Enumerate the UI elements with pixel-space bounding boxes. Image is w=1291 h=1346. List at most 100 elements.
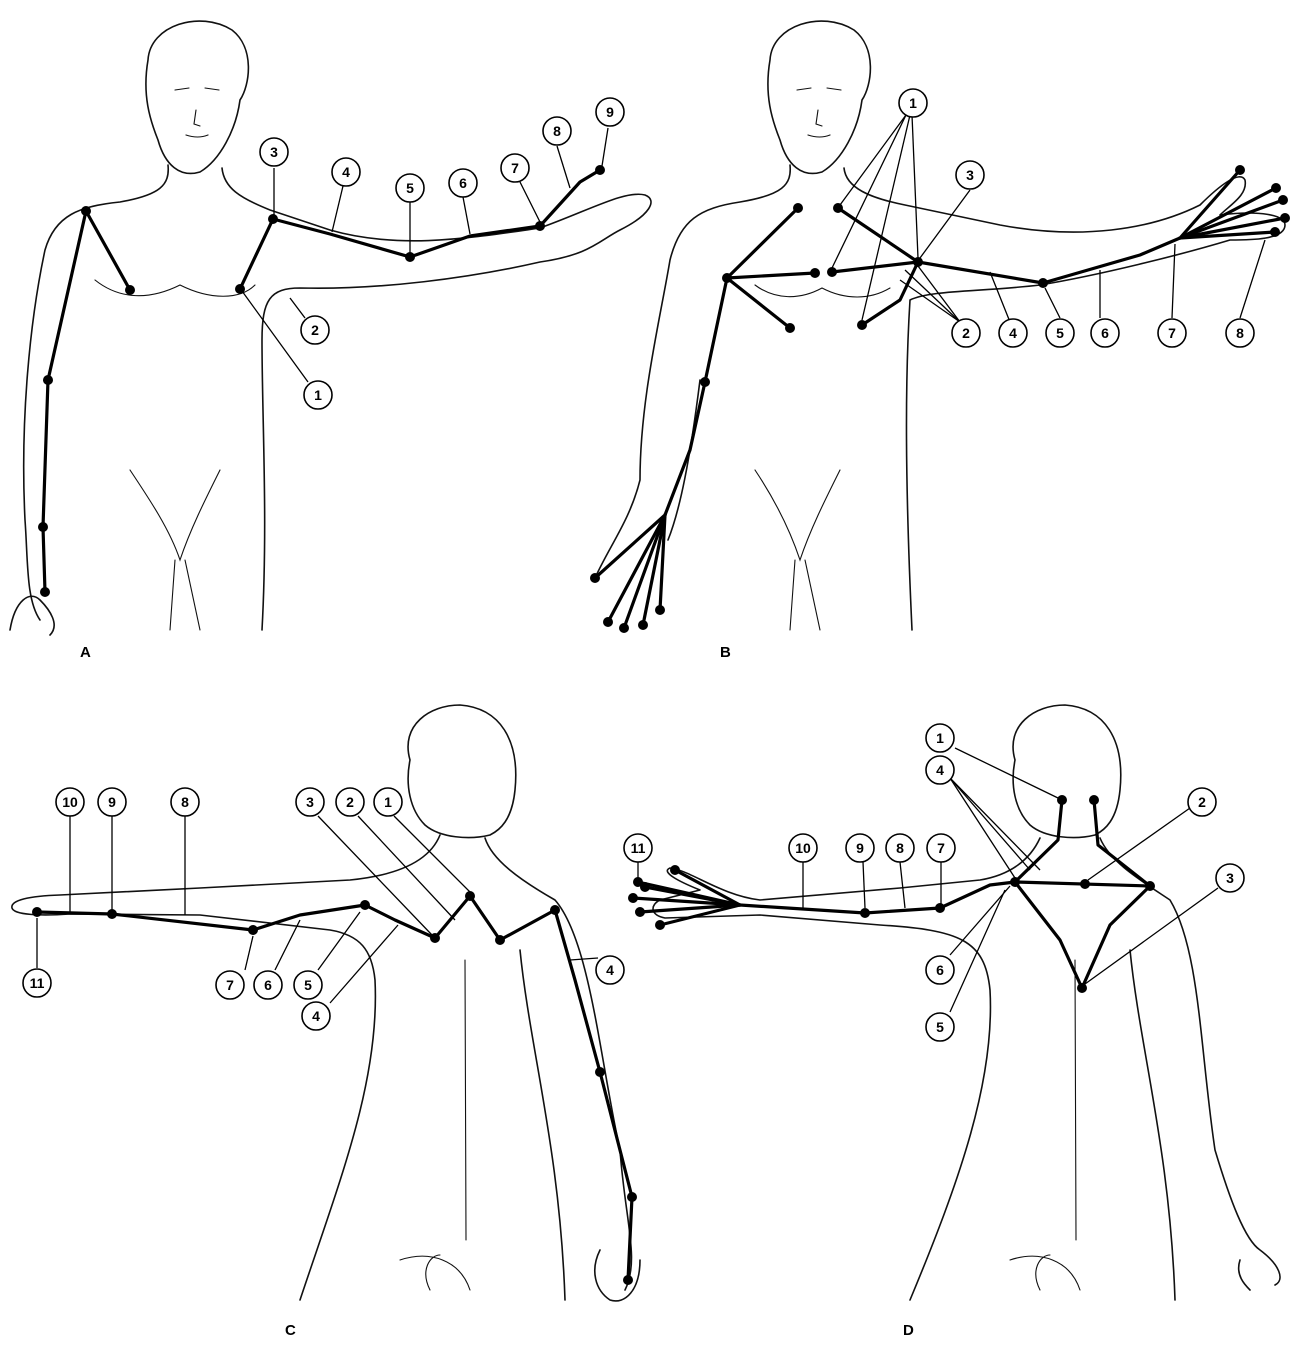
acupoint	[700, 377, 710, 387]
acupoint	[595, 165, 605, 175]
svg-text:2: 2	[311, 322, 319, 338]
panel-d: 1 2 3 4 5 6 7 8 9 10 11 D	[624, 705, 1280, 1339]
panel-b-label-8: 8	[1226, 319, 1254, 347]
acupoint	[655, 920, 665, 930]
svg-text:4: 4	[342, 164, 350, 180]
svg-text:7: 7	[511, 160, 519, 176]
panel-c-letter: C	[285, 1322, 296, 1339]
acupoint	[590, 573, 600, 583]
panel-b-letter: B	[720, 644, 731, 661]
panel-d-label-11: 11	[624, 834, 652, 862]
panel-c-meridians	[32, 891, 637, 1285]
acupoint	[1057, 795, 1067, 805]
svg-text:3: 3	[306, 794, 314, 810]
panel-a-letter: A	[80, 644, 91, 661]
acupoint	[857, 320, 867, 330]
acupoint	[1145, 881, 1155, 891]
panel-c-label-8: 8	[171, 788, 199, 816]
svg-text:11: 11	[631, 840, 646, 856]
acupoint	[465, 891, 475, 901]
acupoint	[860, 908, 870, 918]
svg-text:5: 5	[936, 1019, 944, 1035]
svg-text:2: 2	[346, 794, 354, 810]
svg-text:6: 6	[936, 962, 944, 978]
panel-a-label-4: 4	[332, 158, 360, 186]
acupoint	[1038, 278, 1048, 288]
panel-c-label-1: 1	[374, 788, 402, 816]
panel-c-label-4a: 4	[596, 956, 624, 984]
panel-d-meridians	[628, 795, 1155, 993]
panel-d-label-1: 1	[926, 724, 954, 752]
acupoint	[638, 620, 648, 630]
panel-b-label-4: 4	[999, 319, 1027, 347]
acupoint	[125, 285, 135, 295]
panel-c-label-3: 3	[296, 788, 324, 816]
svg-text:5: 5	[406, 180, 414, 196]
acupoint	[1010, 877, 1020, 887]
panel-d-letter: D	[903, 1322, 914, 1339]
svg-text:6: 6	[264, 977, 272, 993]
acupoint	[268, 214, 278, 224]
acupoint	[935, 903, 945, 913]
svg-text:4: 4	[1009, 325, 1017, 341]
panel-a-figure	[10, 21, 651, 635]
acupoint	[913, 257, 923, 267]
panel-a-label-2: 2	[301, 316, 329, 344]
acupoint	[785, 323, 795, 333]
acupoint	[640, 882, 650, 892]
svg-text:9: 9	[108, 794, 116, 810]
acupoint	[595, 1067, 605, 1077]
acupoint	[619, 623, 629, 633]
panel-d-label-4: 4	[926, 756, 954, 784]
panel-b-label-5: 5	[1046, 319, 1074, 347]
svg-text:1: 1	[384, 794, 392, 810]
acupoint	[635, 907, 645, 917]
svg-text:7: 7	[226, 977, 234, 993]
svg-text:8: 8	[1236, 325, 1244, 341]
acupoint	[833, 203, 843, 213]
svg-text:4: 4	[936, 762, 944, 778]
acupoint	[623, 1275, 633, 1285]
panel-b: 1 2 3 4 5 6 7 8 B	[590, 21, 1290, 661]
acupoint	[81, 206, 91, 216]
panel-d-label-6: 6	[926, 956, 954, 984]
svg-text:5: 5	[1056, 325, 1064, 341]
svg-text:9: 9	[606, 104, 614, 120]
svg-text:4: 4	[312, 1008, 320, 1024]
panel-d-label-10: 10	[789, 834, 817, 862]
panel-b-label-1: 1	[899, 89, 927, 117]
panel-a: 1 2 3 4 5 6 7 8 9 A	[10, 21, 651, 661]
svg-text:8: 8	[896, 840, 904, 856]
panel-c-label-7: 7	[216, 971, 244, 999]
panel-a-leaders	[242, 128, 608, 382]
svg-text:3: 3	[270, 144, 278, 160]
acupoint	[1077, 983, 1087, 993]
svg-text:1: 1	[314, 387, 322, 403]
svg-text:10: 10	[62, 794, 78, 810]
acupoint	[107, 909, 117, 919]
panel-a-label-8: 8	[543, 117, 571, 145]
panel-d-label-9: 9	[846, 834, 874, 862]
panel-b-leaders	[832, 115, 1265, 322]
panel-c-label-4b: 4	[302, 1002, 330, 1030]
acupoint	[32, 907, 42, 917]
acupoint	[405, 252, 415, 262]
svg-text:7: 7	[937, 840, 945, 856]
panel-c-label-11: 11	[23, 969, 51, 997]
svg-text:1: 1	[936, 730, 944, 746]
acupoint	[38, 522, 48, 532]
acupoint	[550, 905, 560, 915]
acupoint	[1080, 879, 1090, 889]
panel-d-label-7: 7	[927, 834, 955, 862]
panel-c-label-9: 9	[98, 788, 126, 816]
panel-b-label-3: 3	[956, 161, 984, 189]
panel-a-label-3: 3	[260, 138, 288, 166]
svg-text:11: 11	[30, 975, 45, 991]
panel-c-label-2: 2	[336, 788, 364, 816]
svg-text:9: 9	[856, 840, 864, 856]
panel-c-label-6: 6	[254, 971, 282, 999]
svg-text:7: 7	[1168, 325, 1176, 341]
svg-text:1: 1	[909, 95, 917, 111]
svg-text:2: 2	[962, 325, 970, 341]
